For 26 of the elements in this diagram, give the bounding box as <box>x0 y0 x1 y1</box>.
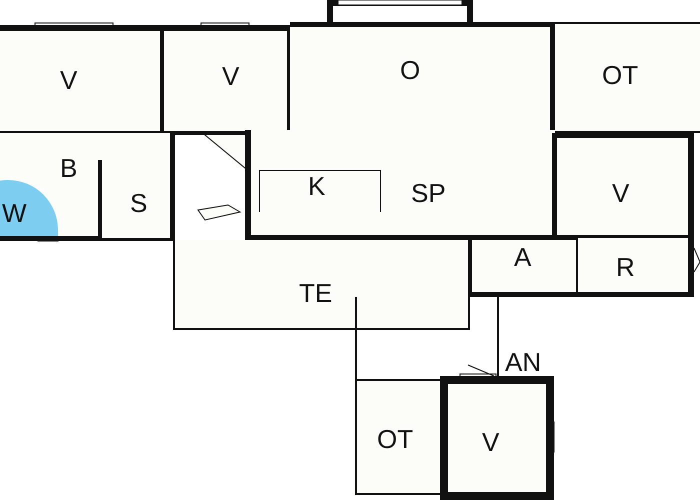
room-label: V <box>482 429 500 455</box>
room <box>290 22 555 130</box>
room-label: S <box>130 190 148 216</box>
room <box>578 238 694 297</box>
room-label: V <box>222 63 240 89</box>
room-label: V <box>612 180 630 206</box>
room-label: SP <box>411 180 446 206</box>
room-label: OT <box>377 426 414 452</box>
room-label: R <box>616 254 635 280</box>
room-label: A <box>514 244 532 270</box>
room <box>440 376 554 500</box>
room-label: TE <box>299 280 332 306</box>
room-label: O <box>400 57 420 83</box>
room <box>259 170 381 212</box>
room <box>173 240 470 330</box>
room-label: B <box>60 155 78 181</box>
room-label: K <box>308 173 326 199</box>
room-label: AN <box>505 349 542 375</box>
room-label: W <box>2 200 27 226</box>
room-label: OT <box>602 62 638 88</box>
room <box>555 22 700 133</box>
room-label: V <box>60 67 78 93</box>
room <box>355 379 442 495</box>
room <box>552 133 694 240</box>
room <box>0 25 163 135</box>
room <box>245 130 552 240</box>
